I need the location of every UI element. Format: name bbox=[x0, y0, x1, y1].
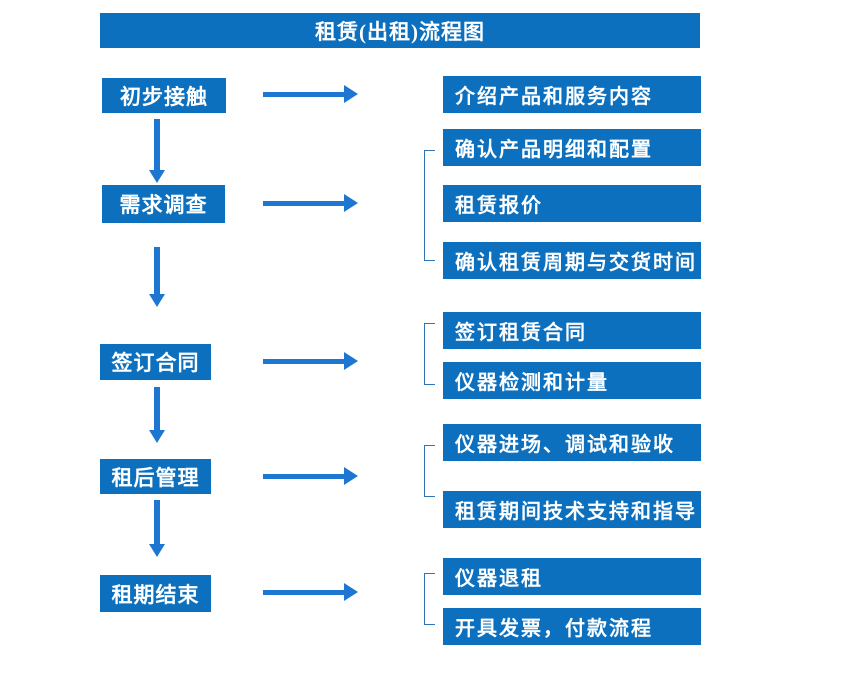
output-box-technical-support: 租赁期间技术支持和指导 bbox=[443, 491, 701, 528]
output-box-confirm-rental-period: 确认租赁周期与交货时间 bbox=[443, 242, 701, 279]
output-box-instrument-testing: 仪器检测和计量 bbox=[443, 362, 701, 399]
step-box-demand-survey: 需求调查 bbox=[102, 185, 225, 223]
down-arrow-shaft bbox=[154, 500, 160, 544]
right-arrow-connector-4 bbox=[263, 467, 358, 485]
down-arrow-head bbox=[149, 294, 165, 307]
step-box-rental-end: 租期结束 bbox=[100, 575, 211, 612]
right-arrow-connector-1 bbox=[263, 85, 358, 103]
right-arrow-head bbox=[344, 467, 358, 485]
right-arrow-shaft bbox=[263, 589, 344, 595]
step-box-post-rental-management: 租后管理 bbox=[100, 459, 211, 494]
step-box-sign-contract: 签订合同 bbox=[100, 344, 211, 380]
right-arrow-connector-2 bbox=[263, 194, 358, 212]
group-bracket-demand-survey bbox=[424, 150, 435, 261]
right-arrow-head bbox=[344, 85, 358, 103]
output-box-sign-rental-contract: 签订租赁合同 bbox=[443, 312, 701, 349]
group-bracket-rental-end bbox=[424, 573, 435, 625]
step-box-initial-contact: 初步接触 bbox=[102, 78, 226, 113]
right-arrow-shaft bbox=[263, 200, 344, 206]
right-arrow-head bbox=[344, 194, 358, 212]
page-title: 租赁(出租)流程图 bbox=[100, 13, 700, 48]
down-arrow-shaft bbox=[154, 119, 160, 170]
right-arrow-connector-5 bbox=[263, 583, 358, 601]
down-arrow-head bbox=[149, 544, 165, 557]
right-arrow-head bbox=[344, 352, 358, 370]
down-arrow-connector-2 bbox=[149, 247, 165, 307]
right-arrow-shaft bbox=[263, 91, 344, 97]
group-bracket-sign-contract bbox=[424, 323, 435, 385]
group-bracket-post-rental bbox=[424, 445, 435, 497]
down-arrow-connector-3 bbox=[149, 387, 165, 443]
output-box-invoice-payment: 开具发票，付款流程 bbox=[443, 608, 701, 645]
down-arrow-connector-4 bbox=[149, 500, 165, 557]
down-arrow-head bbox=[149, 430, 165, 443]
down-arrow-shaft bbox=[154, 247, 160, 294]
down-arrow-shaft bbox=[154, 387, 160, 430]
output-box-rental-quote: 租赁报价 bbox=[443, 185, 701, 222]
right-arrow-connector-3 bbox=[263, 352, 358, 370]
down-arrow-head bbox=[149, 170, 165, 183]
right-arrow-shaft bbox=[263, 473, 344, 479]
output-box-instrument-return: 仪器退租 bbox=[443, 558, 701, 595]
output-box-introduce-products: 介绍产品和服务内容 bbox=[443, 76, 701, 113]
output-box-instrument-setup: 仪器进场、调试和验收 bbox=[443, 424, 701, 461]
down-arrow-connector-1 bbox=[149, 119, 165, 183]
right-arrow-shaft bbox=[263, 358, 344, 364]
right-arrow-head bbox=[344, 583, 358, 601]
output-box-confirm-product-details: 确认产品明细和配置 bbox=[443, 129, 701, 166]
